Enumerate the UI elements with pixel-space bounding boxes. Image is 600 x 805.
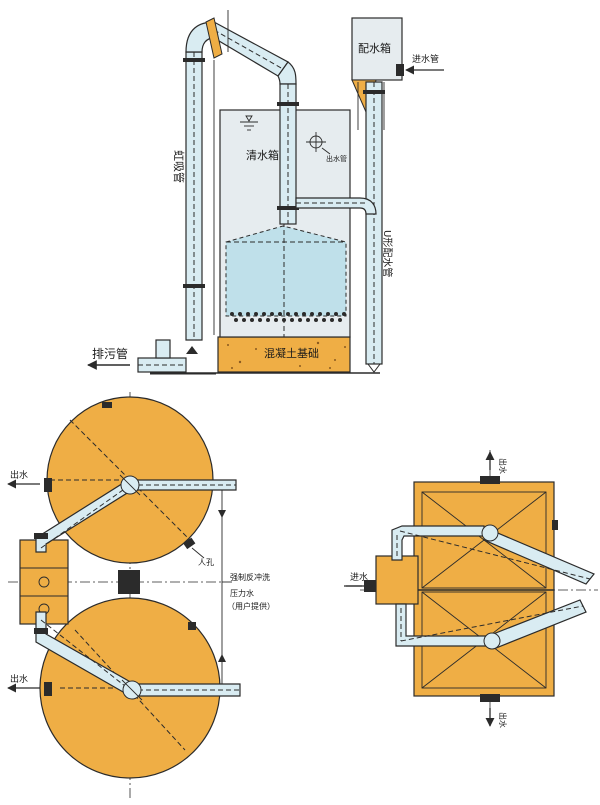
- bottom-tank-pipe: [35, 611, 241, 697]
- concrete-foundation: [217, 336, 351, 373]
- foundation-label: 混凝土基础: [264, 346, 319, 360]
- outlet-right-top-label: 出水: [498, 458, 508, 474]
- filter-bed: [225, 225, 347, 317]
- plan-view-square-tank: 进水 出水 出水: [344, 450, 598, 728]
- siphon-pipe-label: 虹吸管: [172, 150, 186, 183]
- distribution-tank: [351, 17, 403, 81]
- backwash-label-1: 强制反冲洗: [230, 572, 270, 582]
- outlet-left-top-label: 出水: [10, 469, 28, 481]
- top-tank-pipe: [35, 479, 237, 553]
- distribution-block: [19, 539, 69, 625]
- drain-pipe-label: 排污管: [92, 346, 128, 361]
- foundation-speckles: [227, 341, 346, 369]
- backwash-label-3: （用户提供）: [227, 601, 275, 611]
- manhole-bottom: [188, 622, 196, 630]
- square-tank: [413, 481, 555, 697]
- filter-media: [230, 312, 346, 322]
- connection-flange: [118, 570, 140, 594]
- inlet-right-label: 进水: [350, 571, 368, 583]
- manhole-top: [183, 537, 196, 550]
- plan-view-twin-tanks: 强制反冲洗 压力水 （用户提供） 人孔 出水 出水: [7, 392, 275, 798]
- elevation-view: 混凝土基础 清水箱 出水管: [87, 10, 444, 375]
- clear-water-tank-label: 清水箱: [246, 148, 279, 162]
- distribution-tank-label: 配水箱: [358, 41, 391, 55]
- siphon-pipe-top: [213, 20, 289, 77]
- backwash-label-2: 压力水: [230, 588, 254, 598]
- inlet-pipe-label: 进水管: [412, 53, 439, 65]
- manhole-label: 人孔: [198, 558, 214, 567]
- square-inlet-block: [375, 555, 419, 605]
- outlet-right-bottom-label: 出水: [498, 712, 508, 728]
- outlet-left-bottom-label: 出水: [10, 673, 28, 685]
- square-tank-cell-top: [421, 491, 547, 589]
- outlet-pipe-label: 出水管: [326, 154, 347, 163]
- u-pipe-label: U形配水管: [381, 230, 394, 277]
